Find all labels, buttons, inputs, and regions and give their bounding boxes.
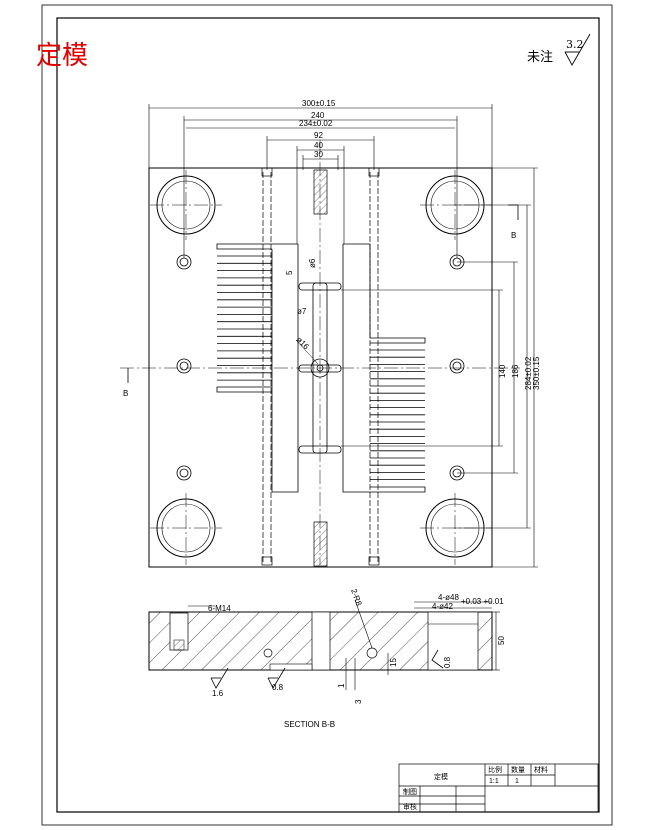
roughness-symbol-icon [564,33,591,66]
right-dimensions [341,167,538,568]
left-comb-cavity [216,243,299,493]
dim-30: 30 [314,150,323,159]
sprue-screws [313,169,328,567]
dim-350: 350±0.15 [532,356,541,390]
section-view: 6-M14 4-ø48 4-ø42 +0.03 +0.01 50 2-R8 15… [148,588,506,729]
right-comb-cavity [342,243,426,493]
roughness-symbol-icon [210,649,444,689]
dim-5: 5 [285,270,294,275]
title-block-row-draw: 制图 [403,787,417,796]
roughness-value: 3.2 [566,38,584,51]
plate-outline [148,167,493,568]
runner [298,282,342,454]
dim-50: 50 [497,636,506,645]
leader-phi16 [295,339,319,365]
top-dimensions [148,104,493,258]
dim-phi42-tol: +0.03 +0.01 [461,597,504,606]
dim-234: 234±0.02 [299,119,333,128]
section-marker-right: B [511,231,516,240]
roughness-note: 未注 [527,50,553,65]
dim-phi42: 4-ø42 [432,602,453,611]
dim-r2: 2-R8 [349,588,364,608]
dim-92: 92 [314,131,323,140]
dim-284: 284±0.02 [524,356,533,390]
red-title: 定模 [36,41,88,71]
dim-15: 15 [389,658,398,667]
title-block-row-check: 审核 [403,802,417,811]
dim-240: 240 [311,111,325,120]
dim-phi7: ø7 [297,307,307,316]
ra-0-8-b: 0.8 [443,656,452,668]
ra-1-6: 1.6 [212,689,224,698]
top-view: 300±0.15 240 234±0.02 92 40 30 5 ø6 ø7 ø… [120,99,541,568]
dim-186: 186 [511,364,520,378]
title-block [398,763,599,813]
title-block-col-qty: 数量 [511,765,525,774]
title-block-scale-value: 1:1 [489,778,499,785]
section-marker-left: B [123,389,128,398]
title-block-qty-value: 1 [515,778,519,785]
dim-phi48: 4-ø48 [438,593,459,602]
outer-frame [41,4,613,826]
dim-140: 140 [498,364,507,378]
dim-300: 300±0.15 [302,99,336,108]
dim-m14: 6-M14 [208,604,231,613]
title-block-col-material: 材料 [534,765,548,774]
title-block-part-name: 定模 [434,772,448,781]
inner-frame [56,17,600,813]
dim-40: 40 [314,141,323,150]
dim-3: 3 [354,699,363,704]
dim-1: 1 [337,683,346,688]
section-marker-lines [127,204,519,383]
dim-phi6: ø6 [308,258,317,268]
title-block-col-scale: 比例 [488,765,502,774]
dim-phi16: ø16 [295,335,312,352]
ra-0-8-a: 0.8 [272,683,284,692]
cooling-channels [261,167,380,566]
section-label: SECTION B-B [284,720,335,729]
section-dim-lines [188,599,500,690]
